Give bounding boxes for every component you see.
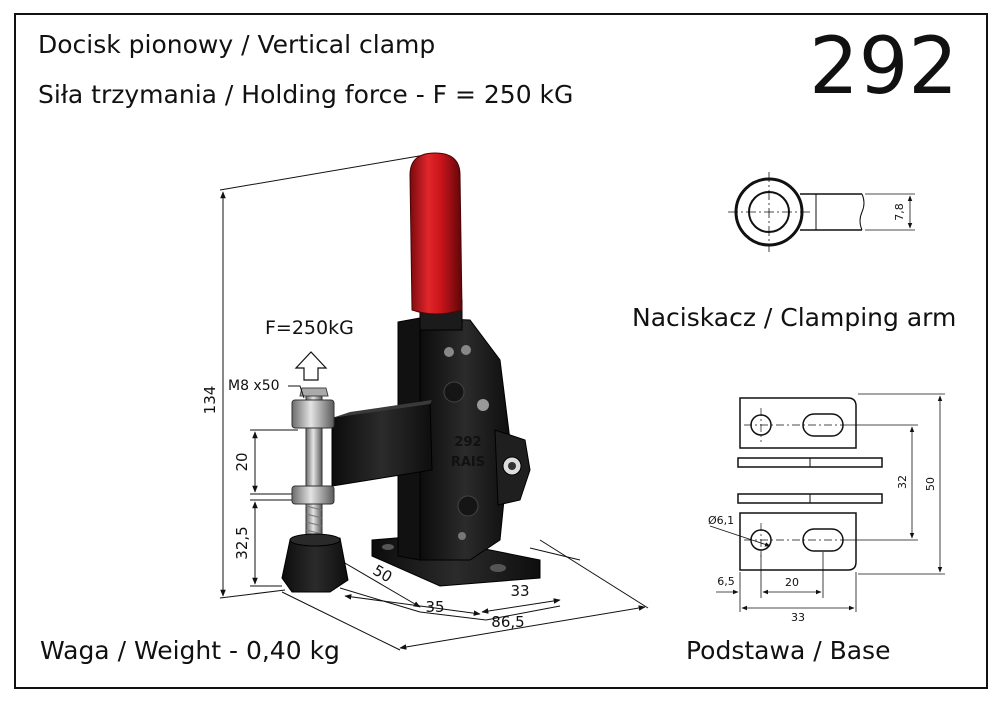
dim-arm-20: 20 xyxy=(233,452,251,471)
dim-base-32: 32 xyxy=(896,475,909,489)
body-marking-292: 292 xyxy=(454,435,481,450)
dim-35: 35 xyxy=(425,598,444,616)
clamping-arm-detail xyxy=(728,172,915,252)
drawing-frame xyxy=(14,13,988,689)
screw-label: M8 x50 xyxy=(228,378,280,394)
vertical-clamp-illustration: 292 RAIS xyxy=(281,152,541,593)
dim-base-50: 50 xyxy=(924,477,937,491)
clamping-arm-title: Naciskacz / Clamping arm xyxy=(632,303,957,332)
dim-33: 33 xyxy=(510,582,529,600)
force-arrow-icon xyxy=(294,351,328,381)
dim-86-5: 86,5 xyxy=(491,613,524,631)
holding-force-line: Siła trzymania / Holding force - F = 250… xyxy=(38,80,574,109)
dim-spindle-32-5: 32,5 xyxy=(233,526,251,559)
main-dimension-lines xyxy=(219,154,649,651)
dim-base-20: 20 xyxy=(785,576,799,589)
body-marking-rais: RAIS xyxy=(451,455,485,470)
model-number: 292 xyxy=(809,22,958,112)
dim-arm-7-8: 7,8 xyxy=(893,203,906,221)
dim-base-33: 33 xyxy=(791,611,805,624)
dim-height-134: 134 xyxy=(201,386,219,415)
product-title: Docisk pionowy / Vertical clamp xyxy=(38,30,436,59)
base-detail xyxy=(709,393,945,612)
screw-leader-line xyxy=(288,385,305,399)
weight-line: Waga / Weight - 0,40 kg xyxy=(40,636,340,665)
dim-hole-6-1: Ø6,1 xyxy=(708,514,734,527)
force-label: F=250kG xyxy=(265,317,354,339)
base-title: Podstawa / Base xyxy=(686,636,891,665)
dim-base-6-5: 6,5 xyxy=(717,575,735,588)
